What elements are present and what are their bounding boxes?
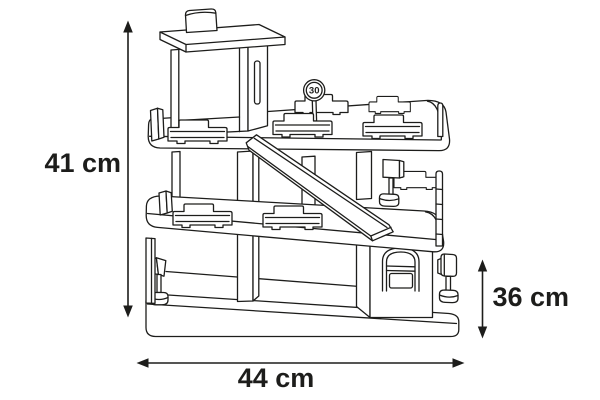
petrol-pump xyxy=(437,253,459,304)
roof-cap xyxy=(184,8,218,34)
elevator-tower xyxy=(159,8,286,136)
lift-rail-slot xyxy=(253,60,261,105)
height-dimension: 41 cm xyxy=(44,20,133,318)
speed-limit-value: 30 xyxy=(309,86,320,97)
arrowhead-up xyxy=(477,259,488,272)
ramp xyxy=(245,134,394,242)
barrier-plank xyxy=(149,107,165,142)
arrowhead-right xyxy=(452,358,465,368)
ground-back-edge xyxy=(165,270,367,288)
barrier-plank xyxy=(158,190,173,216)
arrowhead-down xyxy=(477,326,488,339)
arrowhead-left xyxy=(136,358,149,368)
depth-label: 36 cm xyxy=(493,282,570,312)
ladder-post xyxy=(435,170,444,247)
arrowhead-up xyxy=(123,20,133,33)
road-sign-post xyxy=(378,158,405,208)
toy-car xyxy=(368,95,411,114)
garage-booth xyxy=(355,239,434,319)
door-window-pane xyxy=(388,272,414,289)
depth-dimension: 36 cm xyxy=(477,259,570,339)
fence-post xyxy=(437,102,444,138)
width-label: 44 cm xyxy=(238,363,315,393)
width-dimension: 44 cm xyxy=(136,358,465,393)
height-label: 41 cm xyxy=(44,148,121,178)
arrowhead-down xyxy=(123,305,133,318)
